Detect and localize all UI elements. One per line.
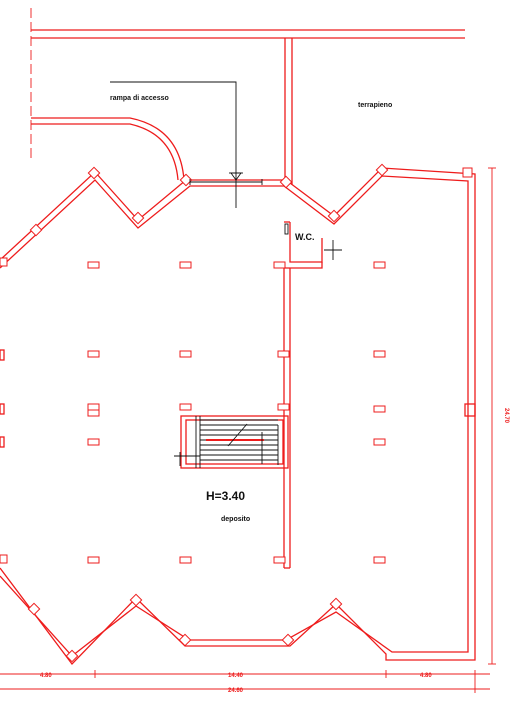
column [87, 438, 100, 446]
column [273, 261, 286, 269]
column [87, 350, 100, 358]
column [179, 261, 192, 269]
column [277, 350, 290, 358]
right-edge-stubs [464, 403, 476, 417]
wc-room [284, 221, 342, 269]
column [87, 261, 100, 269]
wc-label: W.C. [295, 232, 315, 242]
column [373, 556, 386, 564]
column [277, 403, 290, 411]
ramp-label: rampa di accesso [110, 95, 169, 102]
column [373, 350, 386, 358]
column [179, 350, 192, 358]
column [179, 556, 192, 564]
dim-middle-segment: 14.40 [228, 673, 244, 679]
dim-total-width: 24.60 [228, 688, 244, 694]
embankment-label: terrapieno [358, 102, 392, 109]
column-grid [87, 261, 386, 564]
dim-right-segment: 4.80 [420, 673, 432, 679]
column [273, 556, 286, 564]
ramp-leader [110, 81, 243, 208]
left-edge-stubs [0, 349, 5, 448]
interior-partition [283, 268, 291, 569]
column [373, 405, 386, 413]
embankment-wall [284, 38, 293, 185]
dim-total-height: 24.70 [503, 408, 509, 424]
column [87, 403, 100, 411]
access-road [31, 29, 465, 39]
column [373, 438, 386, 446]
column [179, 403, 192, 411]
entrance-gate [189, 179, 263, 185]
column [373, 261, 386, 269]
ramp-walls [31, 117, 185, 181]
column [87, 556, 100, 564]
right-dimension-line [488, 167, 496, 665]
stairwell [174, 415, 289, 469]
column [87, 409, 100, 417]
bottom-dimension-lines [0, 670, 490, 693]
storage-label: deposito [221, 516, 250, 523]
perimeter-pillars [0, 163, 473, 663]
dim-left-segment: 4.80 [40, 673, 52, 679]
height-label: H=3.40 [206, 489, 245, 503]
